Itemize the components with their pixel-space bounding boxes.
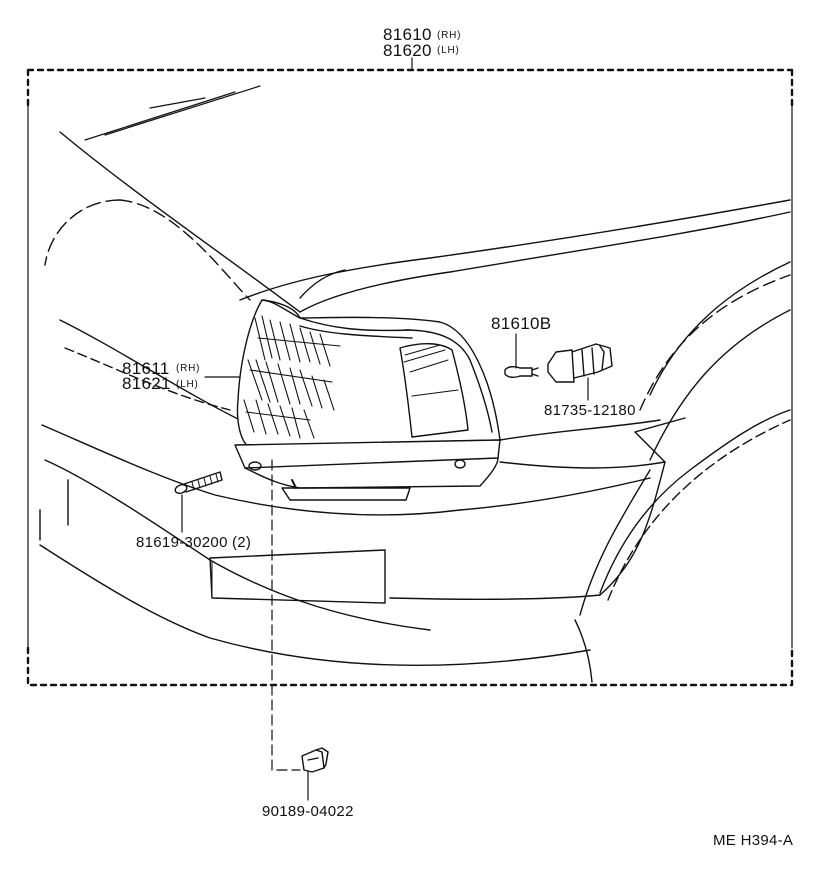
assembly-lh-side: (LH) [437,45,460,56]
corner-lamp-assembly [234,299,501,501]
bulb-icon [504,365,539,379]
screw-icon [174,471,223,494]
screw-part-number: 81619-30200 [136,534,228,551]
assembly-rh-part-number: 81610 [383,25,432,44]
lens-lh-side: (LH) [176,379,199,390]
lens-rh-part-number: 81611 [122,359,170,378]
lens-lh-part-number: 81621 [122,374,171,393]
clip-icon [301,747,329,773]
bulb-part-number: 81610B [491,314,552,333]
figure-code: ME H394-A [713,832,794,849]
clip-part-number: 90189-04022 [262,803,354,820]
lower-reflector [209,549,386,604]
socket-icon [547,343,613,383]
clip-leader-dashed [271,459,301,771]
socket-part-number: 81735-12180 [544,402,636,419]
assembly-lh-part-number: 81620 [383,41,432,60]
assembly-boundary-sides [27,104,793,649]
assembly-rh-side: (RH) [437,30,462,41]
screw-quantity: (2) [232,534,252,551]
lens-rh-side: (RH) [176,363,201,374]
hood-lines [84,85,261,141]
assembly-boundary-box [26,68,794,687]
